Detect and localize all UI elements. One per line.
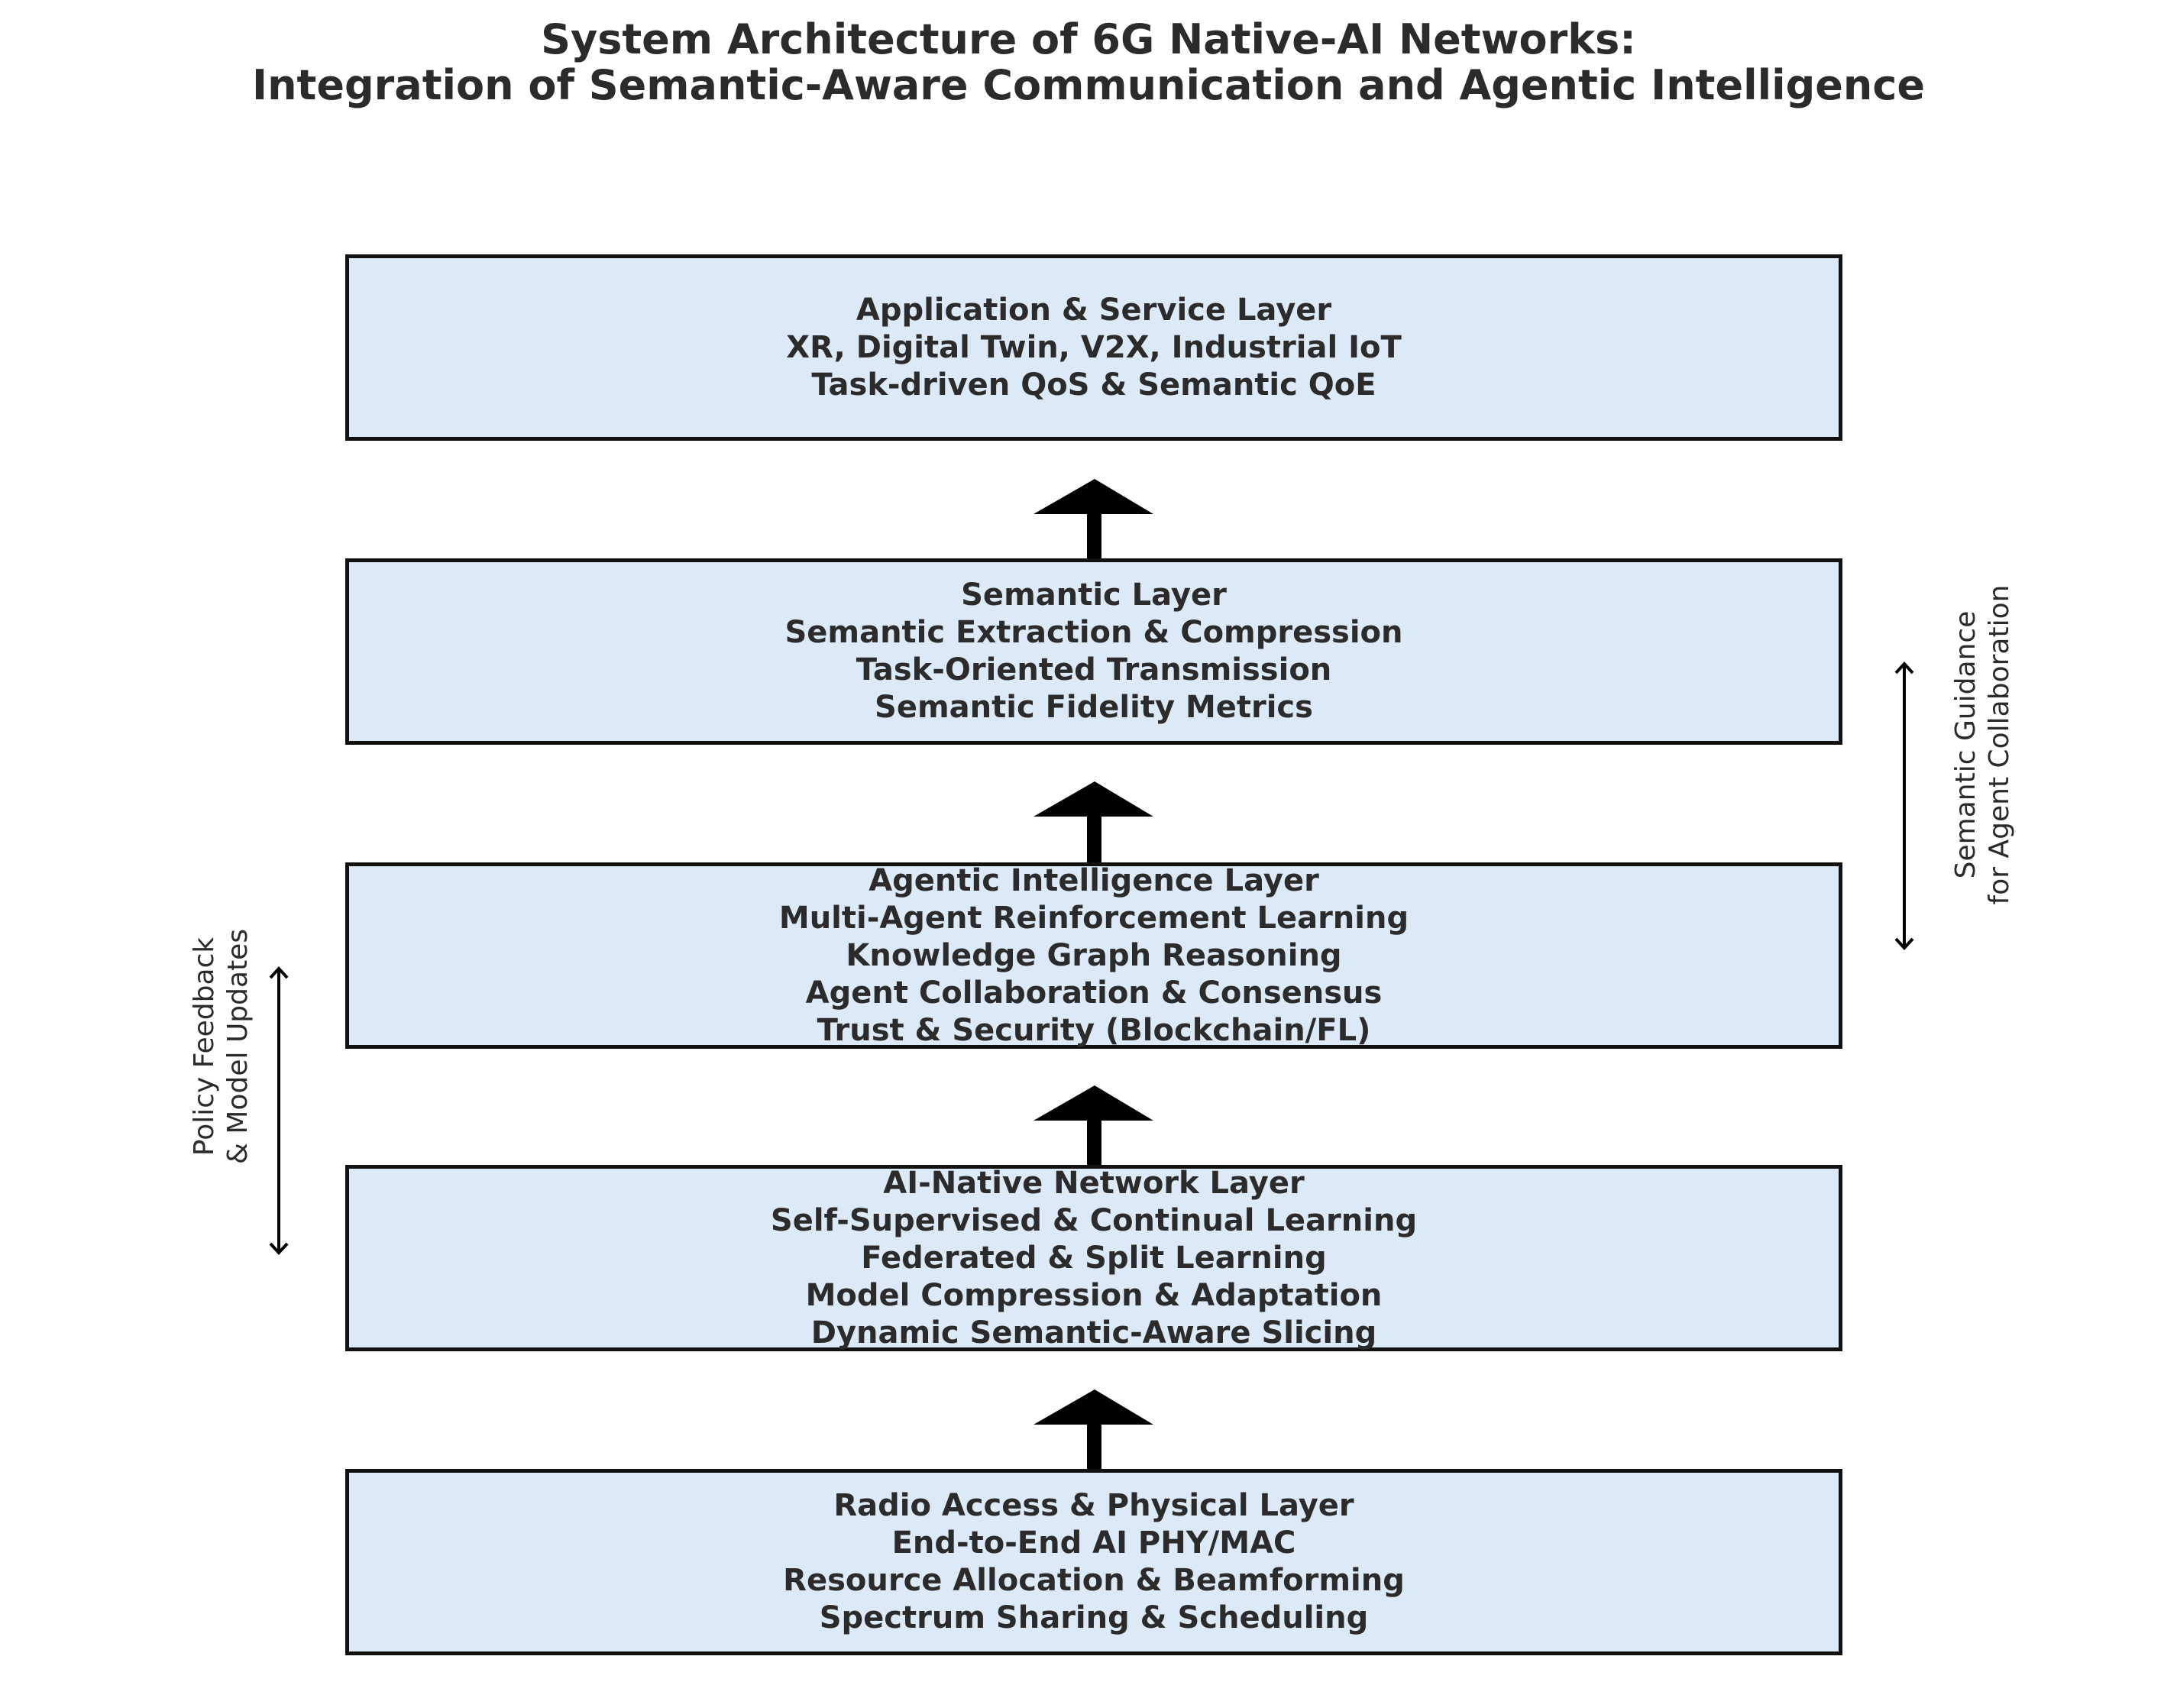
diagram-title-line-2: Integration of Semantic-Aware Communicat… <box>252 61 1925 109</box>
upward-flow-arrow <box>1034 1389 1153 1473</box>
layer-detail: Model Compression & Adaptation <box>805 1277 1383 1313</box>
application-service-layer-box: Application & Service Layer XR, Digital … <box>345 254 1842 441</box>
layer-title: Radio Access & Physical Layer <box>833 1488 1354 1523</box>
semantic-guidance-label-line-2: for Agent Collaboration <box>1984 584 2015 905</box>
layer-detail: Semantic Fidelity Metrics <box>875 690 1313 725</box>
layer-detail: Federated & Split Learning <box>861 1240 1327 1276</box>
layer-detail: Resource Allocation & Beamforming <box>783 1563 1405 1598</box>
layer-detail: Spectrum Sharing & Scheduling <box>819 1600 1369 1635</box>
ai-native-network-layer-box: AI-Native Network Layer Self-Supervised … <box>345 1165 1842 1351</box>
upward-flow-arrow <box>1034 781 1153 865</box>
layer-detail: Dynamic Semantic-Aware Slicing <box>810 1315 1377 1351</box>
layer-detail: XR, Digital Twin, V2X, Industrial IoT <box>786 329 1402 365</box>
layer-detail: Task-driven QoS & Semantic QoE <box>811 367 1376 403</box>
policy-feedback-label: Policy Feedback & Model Updates <box>188 929 255 1164</box>
policy-feedback-label-line-2: & Model Updates <box>222 928 254 1165</box>
agentic-intelligence-layer-box: Agentic Intelligence Layer Multi-Agent R… <box>345 862 1842 1049</box>
layer-detail: Self-Supervised & Continual Learning <box>770 1202 1418 1238</box>
layer-detail: Knowledge Graph Reasoning <box>846 937 1342 973</box>
layer-title: AI-Native Network Layer <box>883 1165 1305 1201</box>
semantic-guidance-label: Semantic Guidance for Agent Collaboratio… <box>1949 585 2017 905</box>
layer-detail: Agent Collaboration & Consensus <box>805 975 1383 1011</box>
left-bidirectional-arrow <box>269 966 289 1255</box>
radio-access-physical-layer-box: Radio Access & Physical Layer End-to-End… <box>345 1469 1842 1655</box>
upward-flow-arrow <box>1034 479 1153 563</box>
layer-detail: Trust & Security (Blockchain/FL) <box>817 1012 1371 1048</box>
layer-detail: End-to-End AI PHY/MAC <box>891 1525 1296 1561</box>
semantic-layer-box: Semantic Layer Semantic Extraction & Com… <box>345 558 1842 745</box>
policy-feedback-label-line-1: Policy Feedback <box>189 936 220 1156</box>
layer-detail: Task-Oriented Transmission <box>856 652 1332 687</box>
semantic-guidance-label-line-1: Semantic Guidance <box>1950 610 1981 879</box>
layer-title: Application & Service Layer <box>856 292 1332 328</box>
diagram-title: System Architecture of 6G Native-AI Netw… <box>0 17 2177 108</box>
right-bidirectional-arrow <box>1894 662 1914 950</box>
layer-title: Agentic Intelligence Layer <box>869 862 1319 898</box>
diagram-title-line-1: System Architecture of 6G Native-AI Netw… <box>541 15 1636 63</box>
layer-title: Semantic Layer <box>961 577 1227 613</box>
upward-flow-arrow <box>1034 1085 1153 1169</box>
layer-detail: Semantic Extraction & Compression <box>784 615 1403 650</box>
layer-detail: Multi-Agent Reinforcement Learning <box>778 900 1409 936</box>
